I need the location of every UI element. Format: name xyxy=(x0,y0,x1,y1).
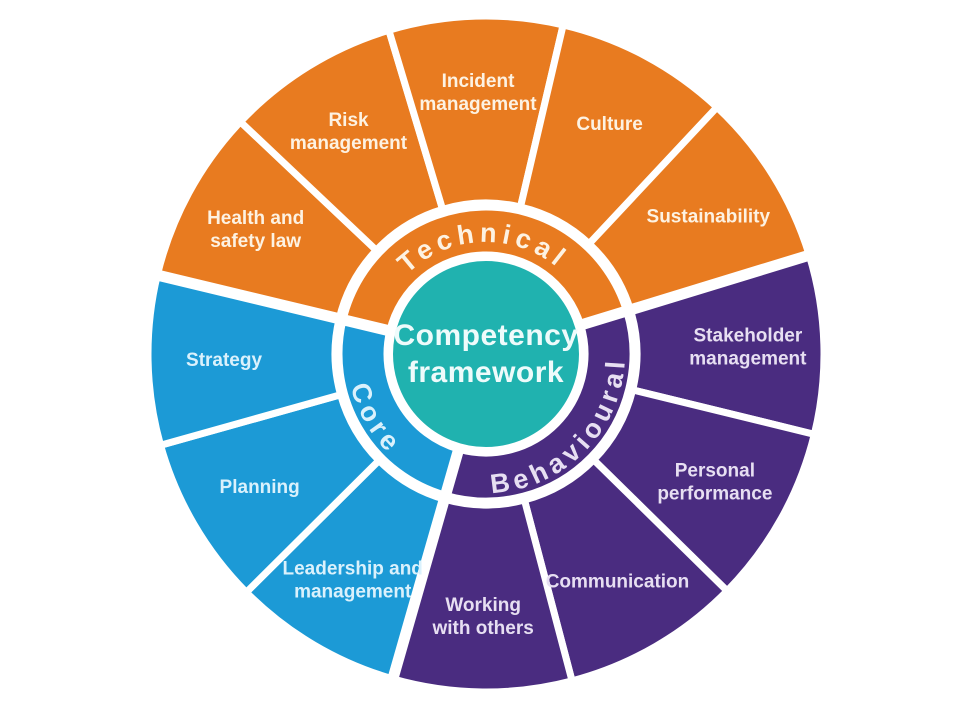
divider-behavioural xyxy=(577,249,813,331)
section-rings xyxy=(335,203,637,505)
segment-label-strategy: Strategy xyxy=(186,350,262,371)
segment-label-planning: Planning xyxy=(220,477,300,498)
section-dividers xyxy=(154,249,813,683)
divider-technical xyxy=(154,269,393,337)
hub xyxy=(387,255,585,453)
segment-label-sustainability: Sustainability xyxy=(647,206,771,227)
divider-core xyxy=(386,445,465,683)
segment-label-culture: Culture xyxy=(576,114,643,135)
hub-circle xyxy=(387,255,585,453)
segment-label-communication: Communication xyxy=(546,572,690,593)
